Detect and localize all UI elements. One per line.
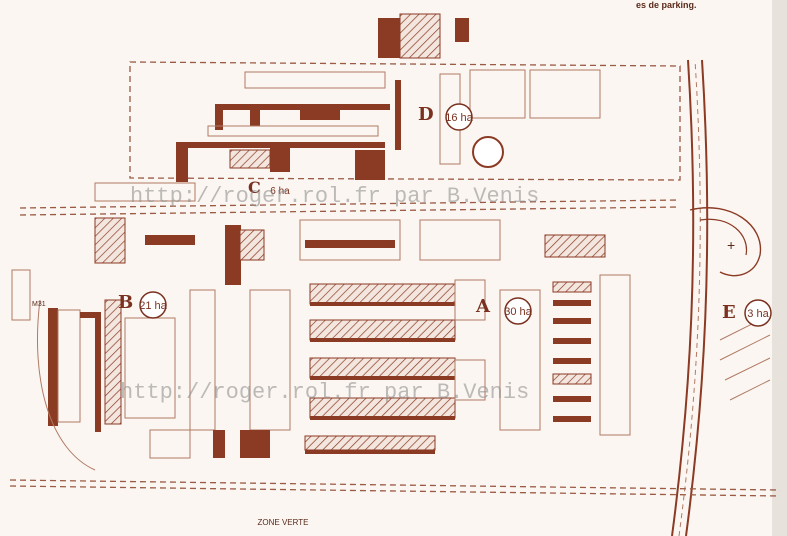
zone-b-area-circle	[139, 291, 167, 319]
zone-e-lots	[719, 314, 771, 401]
zone-b-area: 21 ha	[139, 300, 167, 312]
watermark-top: http://roger.rol.fr par B.Venis	[130, 184, 539, 209]
zone-b-curve	[37, 299, 96, 471]
road-south	[9, 479, 781, 491]
zone-d-parking	[207, 71, 461, 165]
zone-c-label: C 6 ha	[248, 178, 290, 197]
highway	[671, 59, 709, 536]
zone-a-buildings	[304, 279, 486, 454]
zone-a-label: A 30 ha	[475, 296, 533, 325]
page-edge	[772, 0, 787, 536]
zone-e-area-circle	[744, 299, 772, 327]
west-edge-block	[11, 269, 31, 321]
zone-a-letter: A	[475, 296, 491, 317]
zone-d-letter: D	[418, 104, 434, 125]
road-south-2	[9, 485, 781, 497]
svg-text:+: +	[727, 237, 735, 253]
zone-e-area: 3 ha	[747, 308, 769, 320]
zone-c-area	[94, 182, 606, 285]
zone-d-lots	[469, 69, 601, 119]
zone-a-parking-stalls	[249, 274, 631, 436]
zone-e-label: E 3 ha	[722, 299, 772, 327]
watermark-bottom: http://roger.rol.fr par B.Venis	[120, 380, 529, 405]
zone-a-area: 30 ha	[504, 306, 532, 318]
round-building	[472, 136, 504, 168]
zone-a-east-blocks	[552, 281, 592, 422]
zone-d-area: 16 ha	[445, 112, 473, 124]
road-north-2	[19, 206, 681, 216]
zone-d-buildings	[176, 13, 469, 182]
zone-b-buildings	[48, 289, 270, 459]
left-small-label: M31	[32, 301, 46, 308]
zone-b-letter: B	[118, 292, 133, 313]
zone-d-label: D 16 ha	[418, 103, 474, 131]
zone-d-boundary	[129, 61, 681, 181]
zone-b-label: B 21 ha	[118, 291, 168, 319]
zone-c-area: 6 ha	[270, 186, 290, 197]
bottom-caption: ZONE VERTE	[258, 518, 309, 527]
zone-e-letter: E	[722, 302, 736, 323]
road-north	[19, 199, 681, 209]
top-right-text: es de parking.	[636, 0, 697, 10]
zone-a-area-circle	[504, 297, 532, 325]
zone-c-letter: C	[248, 178, 261, 197]
roundabout: +	[689, 207, 762, 277]
zone-d-area-circle	[445, 103, 473, 131]
